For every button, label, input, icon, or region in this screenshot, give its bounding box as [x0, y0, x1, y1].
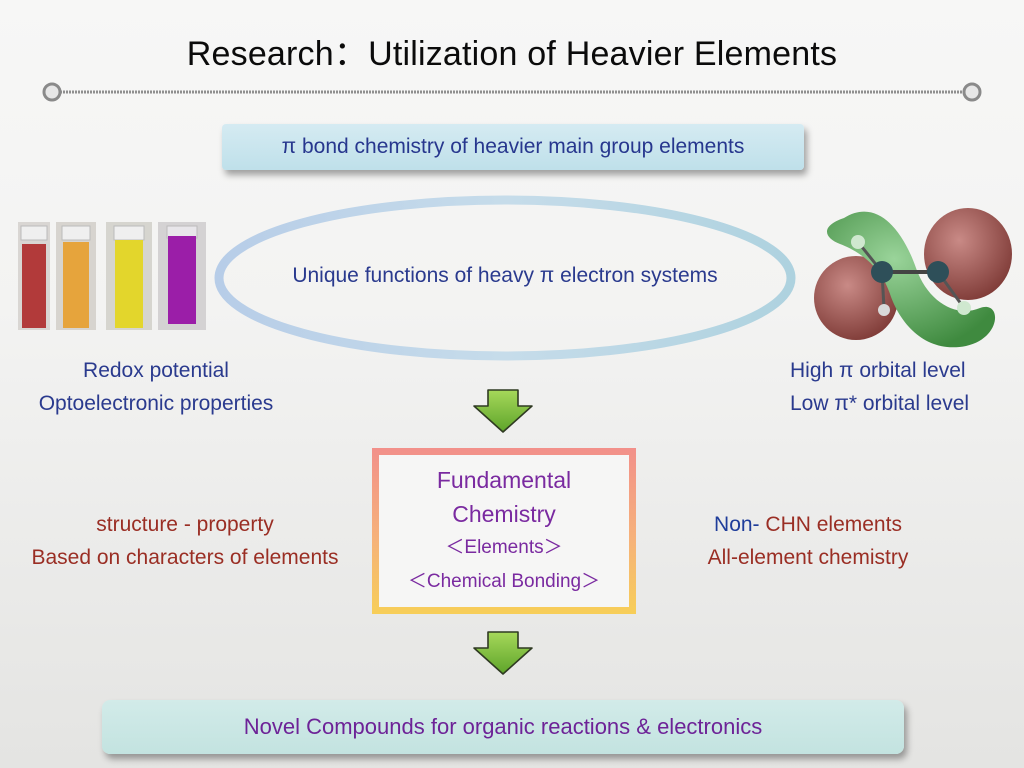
right-properties: High π orbital level Low π* orbital leve… — [790, 354, 1016, 420]
title-divider — [42, 82, 982, 102]
page-title: Research：Utilization of Heavier Elements — [186, 35, 838, 73]
property-high-pi: High π orbital level — [790, 359, 966, 382]
property-optoelectronic: Optoelectronic properties — [38, 392, 274, 415]
vials-image — [18, 222, 206, 330]
note-non-prefix: Non- — [714, 513, 760, 536]
bottom-banner: Novel Compounds for organic reactions & … — [102, 700, 904, 754]
fundamental-label: Fundamental — [436, 467, 572, 493]
ellipse-text: Unique functions of heavy π electron sys… — [292, 264, 718, 287]
bottom-banner-text: Novel Compounds for organic reactions & … — [243, 714, 763, 739]
top-banner-text: π bond chemistry of heavier main group e… — [281, 135, 745, 158]
vial-orange — [56, 222, 96, 330]
top-banner: π bond chemistry of heavier main group e… — [222, 124, 804, 170]
property-low-pi-star: Low π* orbital level — [790, 392, 970, 415]
down-arrow-icon — [473, 389, 533, 433]
note-structure-property: structure - property — [96, 513, 274, 536]
chemistry-label: Chemistry — [452, 501, 556, 527]
chemical-bonding-label: ＜Chemical Bonding＞ — [407, 571, 601, 592]
vial-red — [18, 222, 50, 330]
vial-purple — [158, 222, 206, 330]
note-non-chn: Non- CHN elements — [676, 508, 940, 541]
note-chn-elements: CHN elements — [759, 513, 902, 536]
property-redox: Redox potential — [83, 359, 229, 382]
ellipse-outline — [214, 195, 796, 361]
note-characters-of-elements: Based on characters of elements — [31, 546, 339, 569]
orbital-lobe-right — [924, 208, 1012, 300]
down-arrow-icon — [473, 631, 533, 675]
orbital-lobe-green — [827, 211, 996, 348]
fundamental-chemistry-inner: Fundamental Chemistry ＜Elements＞ ＜Chemic… — [379, 455, 629, 607]
left-notes: structure - property Based on characters… — [0, 508, 370, 574]
left-properties: Redox potential Optoelectronic propertie… — [0, 354, 312, 420]
orbital-image — [814, 208, 1012, 348]
right-notes: Non- CHN elements All-element chemistry — [676, 508, 940, 574]
fundamental-chemistry-box: Fundamental Chemistry ＜Elements＞ ＜Chemic… — [372, 448, 636, 614]
note-all-element: All-element chemistry — [707, 546, 909, 569]
elements-label: ＜Elements＞ — [445, 537, 563, 558]
vial-yellow — [106, 222, 152, 330]
